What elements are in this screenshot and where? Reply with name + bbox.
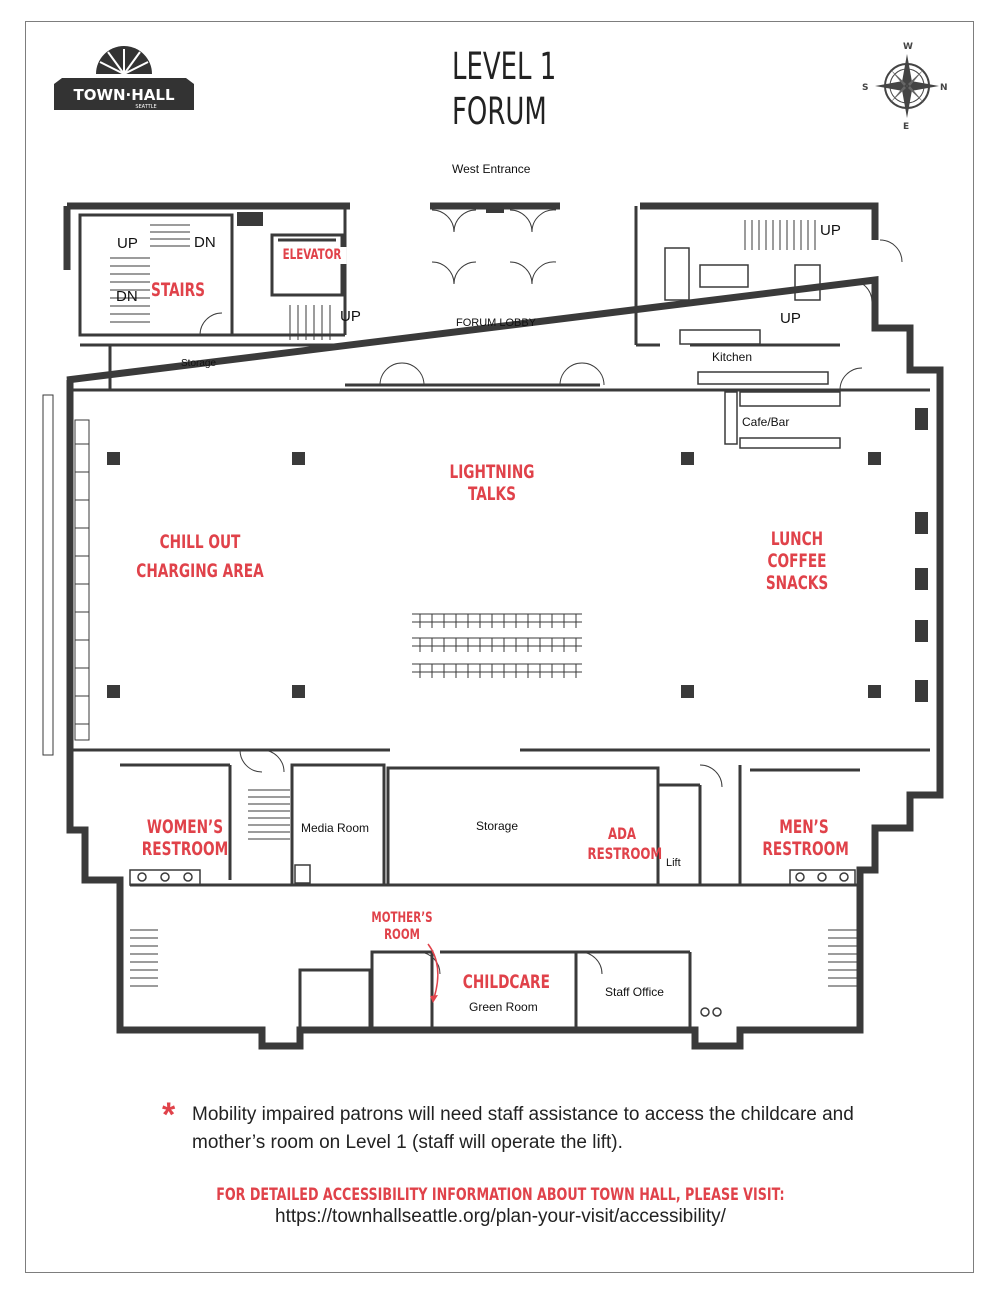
kitchen-label: Kitchen	[712, 350, 753, 364]
title-level: LEVEL 1	[452, 45, 557, 88]
forum-lobby-label: FORUM LOBBY	[456, 317, 537, 329]
stair-down-mark-2: DN	[116, 288, 138, 305]
svg-text:SEATTLE: SEATTLE	[135, 104, 156, 110]
stairs-zone: STAIRS	[150, 279, 206, 301]
asterisk-icon: *	[162, 1096, 176, 1134]
svg-text:S: S	[862, 83, 868, 93]
stair-up-mark-3: UP	[820, 222, 841, 239]
mothers-room-arrow-icon	[427, 943, 439, 1003]
media-room-label: Media Room	[301, 821, 370, 835]
cafe-bar-label: Cafe/Bar	[742, 415, 790, 429]
visit-heading: FOR DETAILED ACCESSIBILITY INFORMATION A…	[216, 1185, 785, 1205]
accessibility-url[interactable]: https://townhallseattle.org/plan-your-vi…	[275, 1206, 726, 1227]
doors	[199, 209, 903, 975]
svg-text:TOWN·HALL: TOWN·HALL	[73, 86, 175, 104]
svg-text:N: N	[940, 83, 948, 93]
lift-label: Lift	[666, 857, 681, 869]
compass-rose-icon: W N S E	[862, 42, 948, 132]
stair-up-mark: UP	[117, 235, 138, 252]
kitchen-fixtures	[664, 247, 841, 449]
storage-mid-label: Storage	[476, 819, 519, 833]
svg-text:W: W	[903, 42, 913, 52]
elevator-zone: ELEVATOR	[277, 247, 347, 264]
stair-lines	[110, 220, 858, 987]
restroom-fixtures	[129, 864, 856, 1017]
page-title: LEVEL 1 FORUM	[452, 44, 556, 134]
town-hall-logo: TOWN·HALL SEATTLE	[54, 46, 194, 110]
columns	[107, 203, 928, 702]
childcare-zone: CHILDCARE	[462, 971, 550, 993]
west-entrance-label: West Entrance	[452, 162, 531, 176]
svg-text:E: E	[903, 122, 909, 132]
seating-rows	[412, 613, 582, 678]
page-frame	[25, 21, 974, 1273]
window-bays	[42, 394, 90, 756]
stair-up-mark-4: UP	[780, 310, 801, 327]
storage-top-label: Storage	[181, 358, 217, 369]
staff-office-label: Staff Office	[605, 985, 664, 999]
visit-heading-row: FOR DETAILED ACCESSIBILITY INFORMATION A…	[0, 1185, 1001, 1205]
title-room: FORUM	[452, 90, 547, 133]
accessibility-note: Mobility impaired patrons will need staf…	[192, 1104, 854, 1153]
floor-plan	[42, 202, 944, 1050]
green-room-label: Green Room	[469, 1000, 538, 1014]
stair-up-mark-2: UP	[340, 308, 361, 325]
interior-walls	[70, 206, 930, 1032]
stair-down-mark: DN	[194, 234, 216, 251]
